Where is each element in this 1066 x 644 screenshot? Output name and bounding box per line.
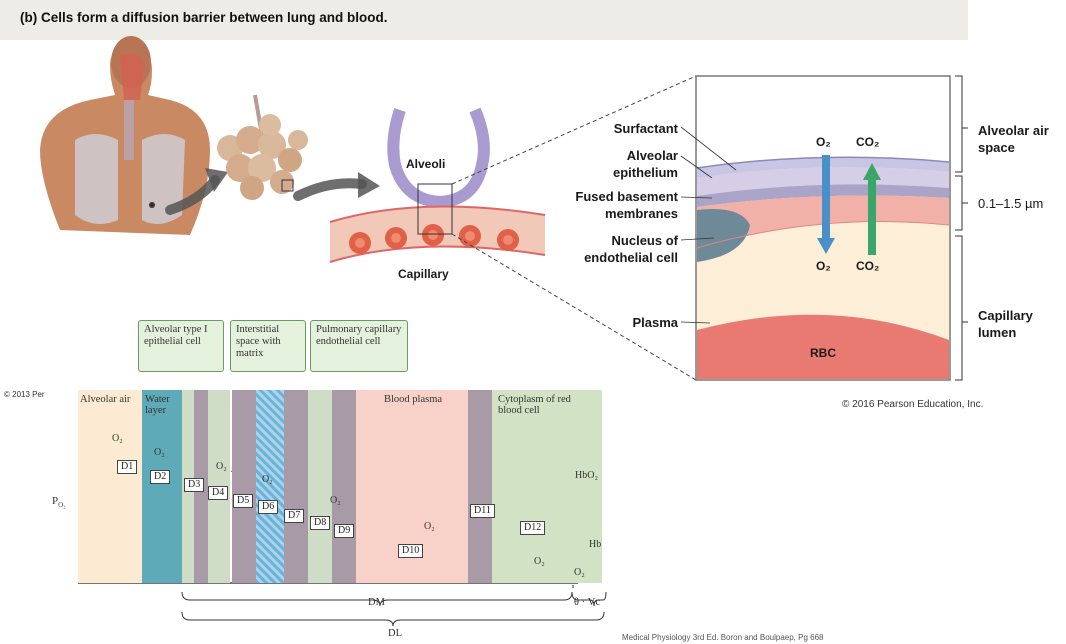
alveoli-label: Alveoli	[406, 157, 446, 171]
d-box-12: D12	[520, 521, 546, 535]
nucleus-label: Nucleus of endothelial cell	[584, 233, 678, 265]
thickness-label: 0.1–1.5 µm	[978, 196, 1044, 211]
dl-label: DL	[388, 628, 402, 639]
membrane-zoom-panel	[680, 75, 968, 381]
o2-top-label: O₂	[816, 135, 831, 149]
callout-pulmonary-capillary: Pulmonary capillary endothelial cell	[310, 320, 408, 372]
alveolar-epithelium-label: Alveolar epithelium	[612, 148, 678, 180]
o2-marker: O₂	[112, 433, 123, 444]
human-torso-illustration	[40, 36, 210, 235]
o2-marker: O₂	[330, 495, 341, 506]
co2-bottom-label: CO₂	[856, 259, 880, 273]
o2-marker: O₂	[154, 447, 165, 458]
alveolar-air-space-label: Alveolar air space	[978, 123, 1049, 155]
hb-label: Hb	[589, 539, 602, 550]
pearson-copyright: © 2016 Pearson Education, Inc.	[842, 399, 984, 410]
d-box-10: D10	[398, 544, 424, 558]
d-box-2: D2	[150, 470, 171, 484]
callout-interstitial: Interstitial space with matrix	[230, 320, 306, 372]
d-box-11: D11	[470, 504, 495, 518]
copyright-2013: © 2013 Per	[4, 390, 45, 399]
plasma-label: Plasma	[632, 315, 678, 330]
d-box-8: D8	[310, 516, 331, 530]
region-water-layer: Water layer	[145, 394, 170, 416]
d-box-3: D3	[184, 478, 205, 492]
fused-basement-label: Fused basement membranes	[575, 189, 678, 221]
o2-marker: O₂	[424, 521, 435, 532]
layer-basement-2	[284, 390, 308, 583]
layer-water	[142, 390, 182, 583]
y-axis-label: PO₂	[52, 495, 66, 510]
surfactant-label: Surfactant	[613, 121, 678, 136]
layer-alveolar-air	[78, 390, 142, 583]
d-box-4: D4	[208, 486, 229, 500]
d-box-9: D9	[334, 524, 355, 538]
d-box-1: D1	[117, 460, 138, 474]
alveoli-cluster	[217, 94, 308, 200]
region-cytoplasm: Cytoplasm of red blood cell	[498, 394, 571, 416]
theta-vc-label: θ · Vc	[574, 597, 601, 608]
layer-basement	[232, 390, 256, 583]
rbc-label: RBC	[810, 346, 836, 360]
hbo2-label: HbO₂	[575, 470, 598, 481]
d-box-7: D7	[284, 509, 305, 523]
title-bar	[0, 0, 968, 40]
figure-title: (b) Cells form a diffusion barrier betwe…	[20, 10, 388, 25]
d-box-5: D5	[233, 494, 254, 508]
callout-alveolar-type1: Alveolar type I epithelial cell	[138, 320, 224, 372]
d-box-6: D6	[258, 500, 279, 514]
alveolus-capillary-illustration	[329, 107, 546, 263]
layer-rbc-cytoplasm	[492, 390, 602, 583]
region-blood-plasma: Blood plasma	[384, 394, 443, 405]
dm-label: DM	[368, 597, 385, 608]
o2-marker: O₂	[574, 567, 585, 578]
source-note: Medical Physiology 3rd Ed. Boron and Bou…	[622, 633, 824, 642]
capillary-label: Capillary	[398, 267, 449, 281]
region-alveolar-air: Alveolar air	[80, 394, 131, 405]
layer-rbc-membrane	[468, 390, 492, 583]
co2-top-label: CO₂	[856, 135, 880, 149]
layer-interstitial	[256, 390, 284, 583]
capillary-lumen-label: Capillary lumen	[978, 308, 1033, 340]
o2-marker: O₂	[534, 556, 545, 567]
o2-marker: O₂	[262, 474, 273, 485]
layer-endothelial-membrane	[332, 390, 356, 583]
o2-bottom-label: O₂	[816, 259, 831, 273]
layer-endothelial	[308, 390, 332, 583]
o2-marker: O₂	[216, 461, 227, 472]
